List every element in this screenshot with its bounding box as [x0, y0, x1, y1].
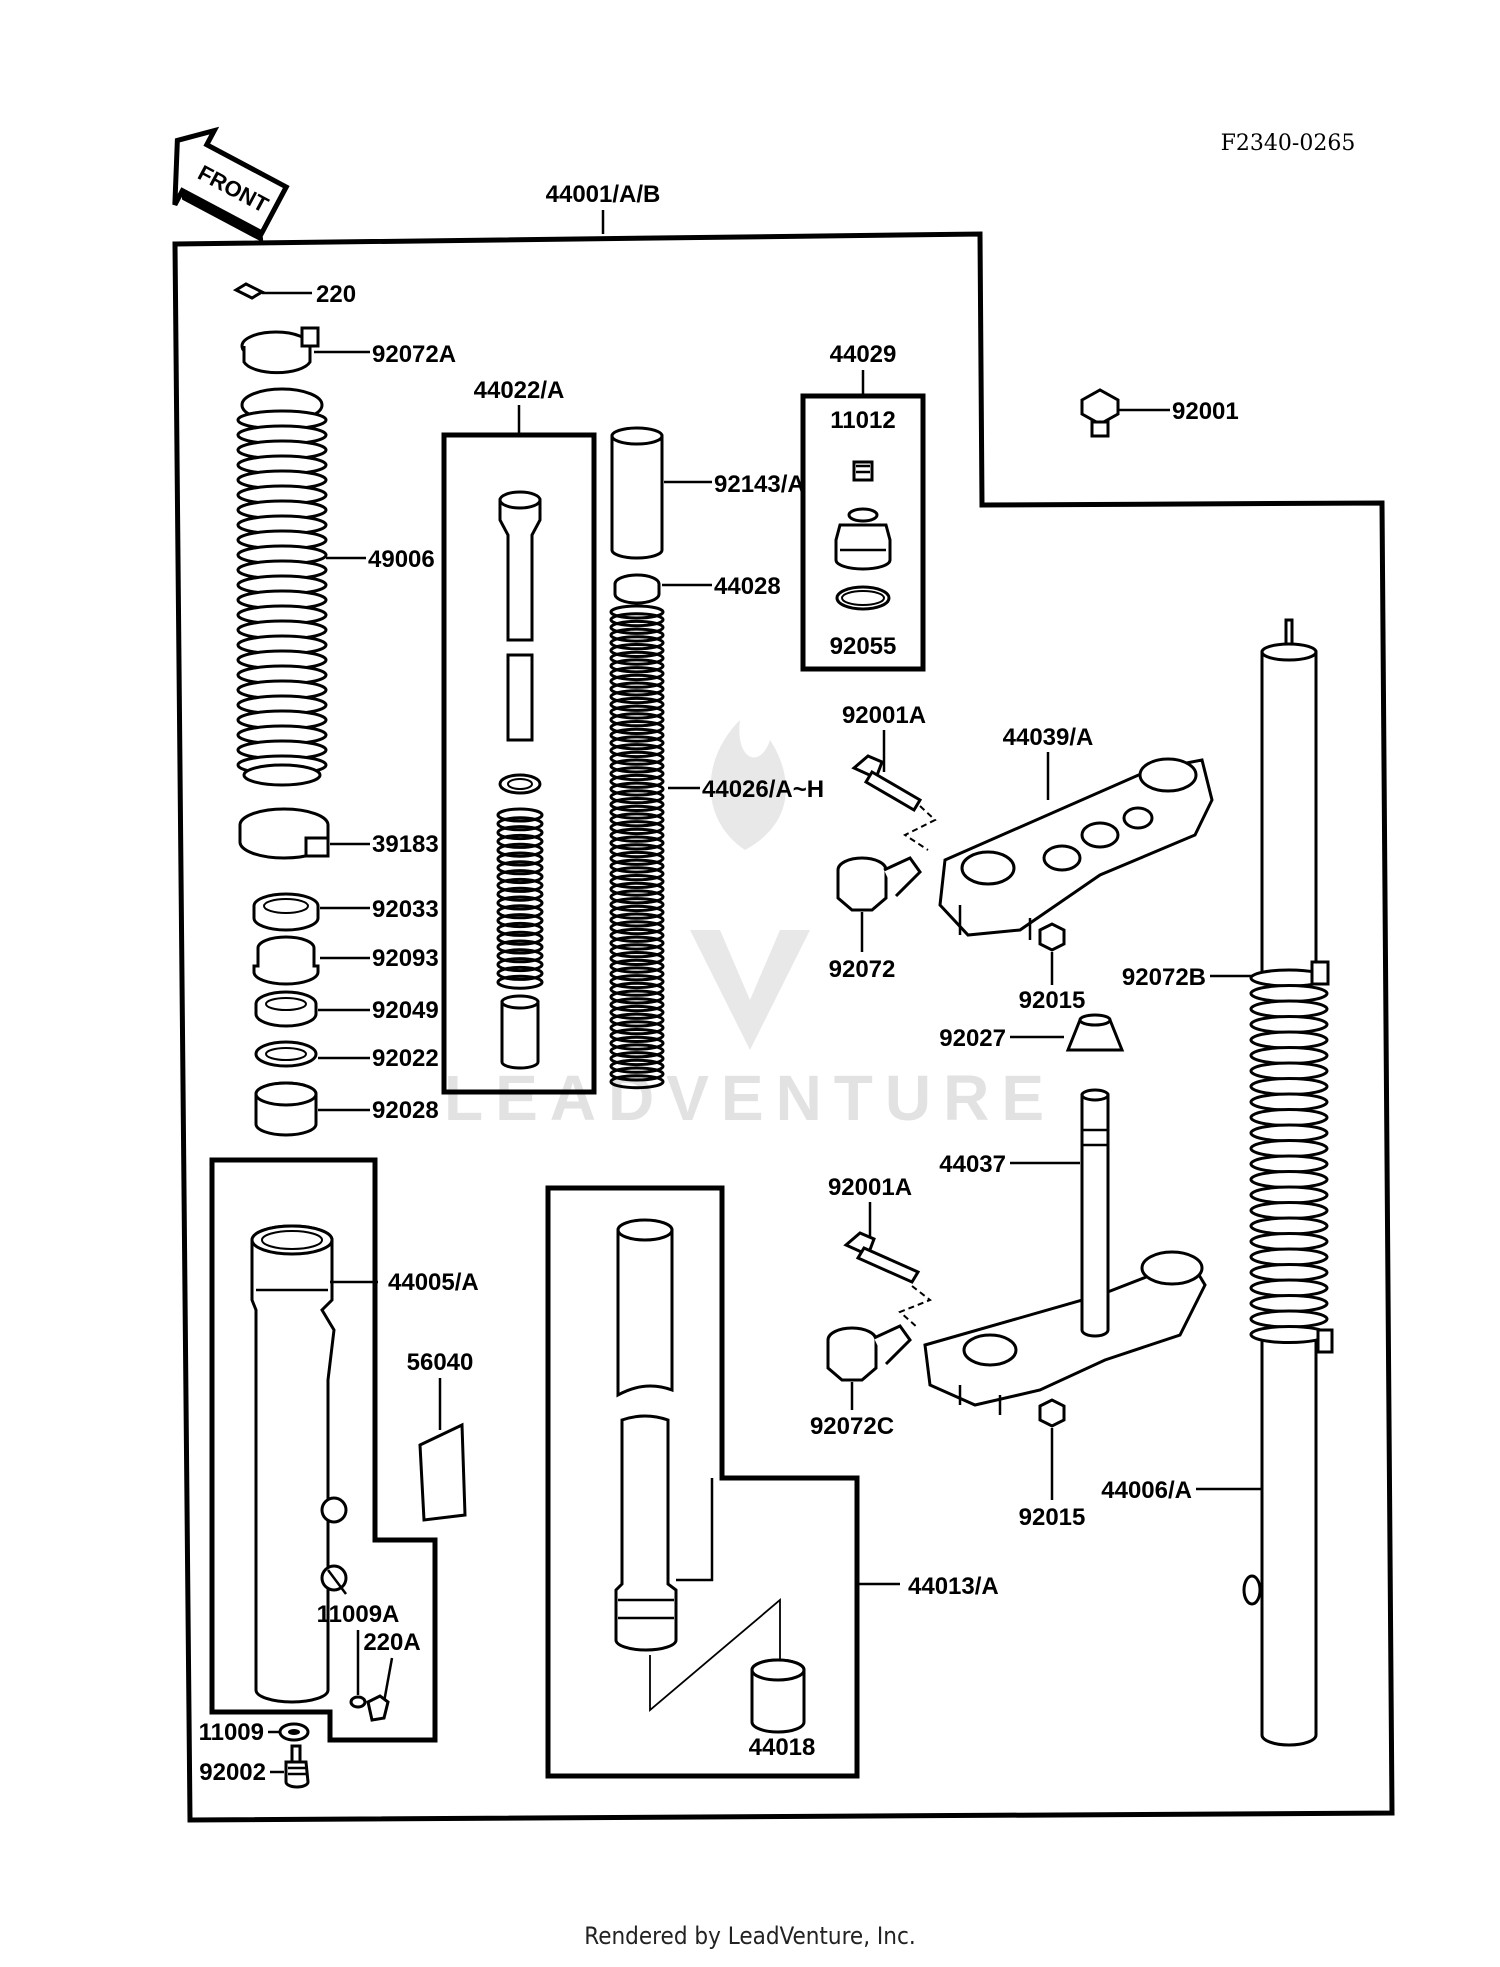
label-44018: 44018 [749, 1734, 816, 1761]
label-44037: 44037 [939, 1151, 1006, 1178]
part-92015-nut-top: 92015 [1019, 922, 1086, 1014]
part-44006-fork-assembly [1242, 618, 1334, 1747]
label-92072A: 92072A [372, 341, 456, 368]
part-92001-bolt: 92001 [1080, 388, 1239, 438]
footer-credit: Rendered by LeadVenture, Inc. [584, 1922, 916, 1950]
label-220A: 220A [363, 1629, 420, 1656]
part-44026-spring [609, 604, 665, 1090]
part-92002-bolt: 92002 [199, 1744, 310, 1789]
part-92027-cone: 92027 [939, 1013, 1125, 1052]
label-92055: 92055 [830, 633, 897, 660]
label-11012: 11012 [830, 407, 895, 434]
front-arrow: FRONT [172, 126, 290, 243]
part-92072C-holder: 92072C [810, 1324, 912, 1440]
label-92049: 92049 [372, 997, 439, 1024]
part-11009-washer: 11009 [199, 1719, 310, 1746]
label-92015-top: 92015 [1019, 987, 1086, 1014]
label-11009A: 11009A [317, 1601, 400, 1628]
part-92049-washer: 92049 [254, 990, 439, 1028]
watermark-text: LEADVENTURE [444, 1062, 1056, 1134]
part-92001A-bolt-bot [843, 1231, 921, 1284]
part-44028-seat: 44028 [613, 573, 781, 605]
part-39183-clamp: 39183 [238, 807, 439, 860]
part-92072A-clamp: 92072A [240, 326, 456, 375]
label-44022: 44022/A [474, 377, 565, 404]
part-92143-spacer: 92143/A [610, 426, 805, 560]
label-39183: 39183 [372, 831, 439, 858]
label-92072: 92072 [829, 956, 896, 983]
label-92022: 92022 [372, 1045, 439, 1072]
part-11012-valve: 11012 [830, 407, 896, 482]
label-92027: 92027 [939, 1025, 1006, 1052]
label-220: 220 [316, 281, 356, 308]
part-92093-seal: 92093 [252, 935, 439, 986]
part-92028-bushing: 92028 [254, 1081, 439, 1137]
label-92001A-bot: 92001A [828, 1174, 912, 1201]
label-92015-bot: 92015 [1019, 1504, 1086, 1531]
label-92093: 92093 [372, 945, 439, 972]
label-44001: 44001/A/B [546, 181, 661, 208]
part-92033-seal: 92033 [252, 892, 439, 932]
part-44039-upper-clamp [938, 757, 1214, 940]
label-11009: 11009 [199, 1719, 264, 1746]
label-92028: 92028 [372, 1097, 439, 1124]
reference-code: F2340-0265 [1221, 131, 1356, 156]
label-92001: 92001 [1172, 398, 1239, 425]
label-44039: 44039/A [1003, 724, 1094, 751]
part-56040-label: 56040 [407, 1349, 474, 1522]
watermark: LEADVENTURE [444, 720, 1056, 1134]
frame-44005 [209, 1157, 438, 1743]
part-11009A-washer: 11009A [317, 1601, 400, 1709]
label-92002: 92002 [199, 1759, 266, 1786]
label-92033: 92033 [372, 896, 439, 923]
label-49006: 49006 [368, 546, 435, 573]
part-44022-damper [496, 490, 544, 1070]
part-44018-bushing: 44018 [749, 1658, 816, 1761]
part-49006-boot [236, 387, 328, 787]
part-220-bolt: 220 [232, 281, 356, 308]
label-44005: 44005/A [388, 1269, 479, 1296]
label-92072C: 92072C [810, 1413, 894, 1440]
part-92022-ring: 92022 [254, 1040, 439, 1072]
label-44029: 44029 [830, 341, 897, 368]
part-92015-nut-bot: 92015 [1019, 1398, 1086, 1531]
part-cap-bolt [834, 507, 892, 571]
label-44026: 44026/A~H [702, 776, 824, 803]
label-44006: 44006/A [1101, 1477, 1192, 1504]
part-92001A-bolt-top [851, 754, 923, 813]
label-44013: 44013/A [908, 1573, 999, 1600]
part-44005-outer-tube: 44005/A [250, 1224, 479, 1704]
part-220A-bolt: 220A [363, 1629, 421, 1722]
part-92055-oring: 92055 [830, 585, 897, 660]
assembly-frame [172, 231, 1395, 1823]
part-92072-holder: 92072 [829, 856, 922, 983]
label-56040: 56040 [407, 1349, 474, 1376]
frame-44013 [545, 1185, 860, 1779]
part-44013-inner-tube: 44013/A [614, 1218, 999, 1652]
part-44037-stem [923, 1088, 1207, 1415]
label-44028: 44028 [714, 573, 781, 600]
label-92001A-top: 92001A [842, 702, 926, 729]
label-92072B: 92072B [1122, 964, 1206, 991]
label-92143: 92143/A [714, 471, 805, 498]
